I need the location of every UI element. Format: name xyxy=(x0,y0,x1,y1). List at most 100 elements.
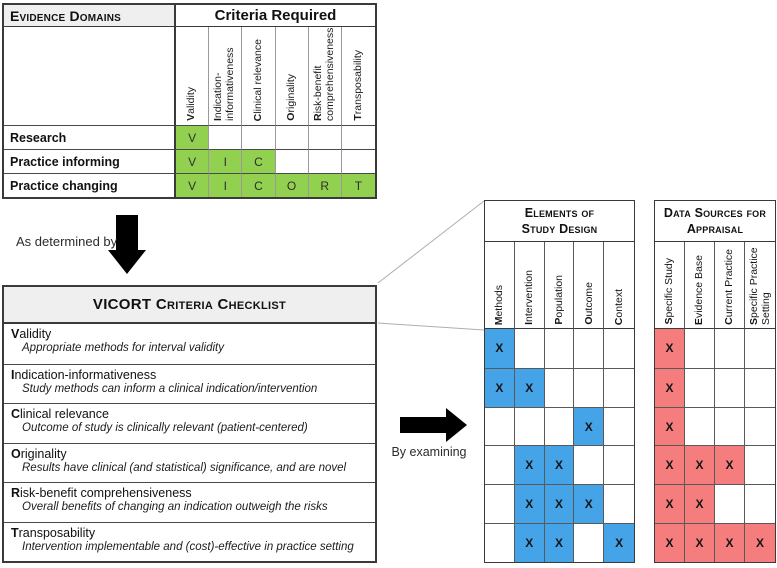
criteria-letter-cell xyxy=(275,149,309,173)
checklist-description: Outcome of study is clinically relevant … xyxy=(22,422,308,434)
right-arrow-icon xyxy=(400,408,467,442)
study-design-mark-cell xyxy=(485,445,515,485)
criteria-letter-cell: V xyxy=(176,125,210,149)
checklist-title: VICORT Criteria Checklist xyxy=(4,287,375,324)
data-sources-mark-cell xyxy=(745,445,775,484)
study-design-mark-cell xyxy=(604,329,634,368)
study-design-mark-cell: X xyxy=(514,484,545,524)
study-design-mark-cell: X xyxy=(485,367,515,407)
study-design-title: Elements of Study Design xyxy=(485,201,634,242)
as-determined-by-label: As determined by xyxy=(16,234,118,249)
data-sources-mark-cell xyxy=(685,367,715,407)
study-design-mark-cell xyxy=(574,367,605,407)
data-sources-column-cell: Specific Practice Setting xyxy=(745,242,775,329)
criteria-required-header: Criteria Required xyxy=(176,5,375,27)
criteria-letter-cell: V xyxy=(176,149,210,173)
evidence-domain-row-label: Practice informing xyxy=(4,149,176,173)
criteria-letter-cell xyxy=(341,149,375,173)
checklist-term: Clinical relevance xyxy=(11,407,109,421)
study-design-mark-cell: X xyxy=(544,484,575,524)
data-sources-column-label: Specific Practice Setting xyxy=(747,247,772,325)
connector-line-top xyxy=(377,200,485,284)
study-design-mark-cell: X xyxy=(544,523,575,562)
data-sources-mark-cell: X xyxy=(655,367,685,407)
data-sources-mark-cell: X xyxy=(655,445,685,485)
study-design-mark-cell xyxy=(604,484,634,523)
study-design-title-line2: Study Design xyxy=(521,222,598,236)
criteria-letter-cell xyxy=(242,125,276,149)
study-design-mark-cell xyxy=(604,367,634,407)
data-sources-mark-cell: X xyxy=(685,484,715,524)
study-design-column-label: Population xyxy=(552,275,565,325)
criteria-column-cell: Validity xyxy=(176,27,210,125)
criteria-letter-cell: V xyxy=(176,173,210,197)
criteria-letter-cell: R xyxy=(308,173,342,197)
data-sources-mark-cell: X xyxy=(685,445,715,485)
checklist-description: Study methods can inform a clinical indi… xyxy=(22,382,318,395)
data-sources-column-cell: Specific Study xyxy=(655,242,685,329)
connector-line-bottom xyxy=(377,322,485,331)
study-design-mark-cell: X xyxy=(574,484,605,524)
criteria-letter-cell xyxy=(275,125,309,149)
data-sources-mark-cell xyxy=(685,406,715,446)
data-sources-mark-cell: X xyxy=(655,484,685,524)
criteria-letter-cell: O xyxy=(275,173,309,197)
study-design-column-cell: Population xyxy=(544,242,575,329)
study-design-mark-cell xyxy=(544,367,575,407)
study-design-column-cell: Outcome xyxy=(574,242,605,329)
criteria-column-cell: Transposability xyxy=(342,27,375,125)
data-sources-mark-cell xyxy=(745,406,775,446)
data-sources-title-line2: Appraisal xyxy=(686,222,744,236)
data-sources-mark-cell xyxy=(745,329,775,368)
data-sources-mark-cell xyxy=(745,367,775,407)
criteria-column-cell: Risk-benefit comprehensiveness xyxy=(309,27,342,125)
criteria-column-label: Validity xyxy=(185,87,198,121)
data-sources-column-label: Current Practice xyxy=(723,249,736,325)
checklist-term: Indication-informativeness xyxy=(11,367,157,382)
study-design-mark-cell: X xyxy=(514,445,545,485)
data-sources-mark-cell xyxy=(715,484,745,524)
criteria-letter-cell: I xyxy=(209,149,243,173)
criteria-column-label: Originality xyxy=(284,74,297,121)
data-sources-column-label: Specific Study xyxy=(663,258,676,325)
data-sources-mark-cell xyxy=(715,367,745,407)
checklist-term: Transposability xyxy=(11,525,96,540)
study-design-title-line1: Elements of xyxy=(524,205,595,220)
study-design-column-label: Context xyxy=(613,288,626,325)
study-design-column-label: Methods xyxy=(493,284,506,325)
study-design-mark-cell xyxy=(515,329,545,368)
by-examining-label: By examining xyxy=(391,445,467,459)
study-design-mark-cell xyxy=(604,445,634,484)
study-design-mark-cell xyxy=(545,329,575,368)
criteria-column-cell: Originality xyxy=(276,27,309,125)
data-sources-mark-cell: X xyxy=(655,406,685,446)
data-sources-mark-cell xyxy=(715,329,745,368)
data-sources-mark-cell: X xyxy=(685,523,715,562)
criteria-column-label: Risk-benefit comprehensiveness xyxy=(311,27,336,121)
criteria-letter-cell xyxy=(341,125,375,149)
study-design-mark-cell xyxy=(574,523,605,562)
criteria-column-cell: Indication-informativeness xyxy=(209,27,243,125)
criteria-letter-cell: T xyxy=(341,173,375,197)
checklist-term: Risk-benefit comprehensiveness xyxy=(11,486,192,500)
checklist-description: Overall benefits of changing an indicati… xyxy=(22,501,328,513)
empty-corner-cell xyxy=(4,27,176,125)
data-sources-mark-cell: X xyxy=(715,445,745,485)
study-design-mark-cell xyxy=(574,329,605,368)
study-design-mark-cell xyxy=(485,523,515,562)
study-design-mark-cell xyxy=(485,484,515,524)
study-design-column-cell: Context xyxy=(604,242,634,329)
criteria-letter-cell xyxy=(308,125,342,149)
study-design-mark-cell xyxy=(485,406,515,446)
data-sources-title-line1: Data Sources for xyxy=(663,205,767,220)
data-sources-mark-cell xyxy=(685,329,715,368)
checklist-term: Originality xyxy=(11,446,67,461)
criteria-column-label: Indication-informativeness xyxy=(212,47,237,121)
